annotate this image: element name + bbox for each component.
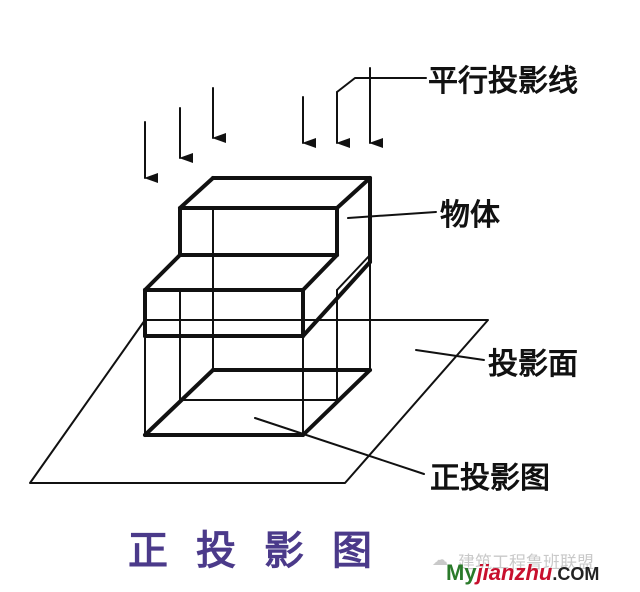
projection-plane <box>29 319 489 484</box>
orthographic-view-outline <box>143 335 372 437</box>
watermark-channel: 建筑工程鲁班联盟 <box>458 553 594 573</box>
watermark-brand: Myjianzhu.COM <box>446 560 599 586</box>
leader-object <box>347 211 437 219</box>
leader-projection-plane <box>415 349 485 361</box>
object-solid <box>143 176 372 338</box>
projection-lines <box>144 67 383 183</box>
brand-tld: .COM <box>552 564 600 584</box>
label-object: 物体 <box>440 198 501 233</box>
label-projection-lines: 平行投影线 <box>428 64 578 99</box>
label-orthographic-view: 正投影图 <box>430 461 550 496</box>
brand-site: jianzhu <box>476 560 553 585</box>
brand-my: My <box>446 560 477 585</box>
leader-projection-lines <box>336 77 427 93</box>
wechat-icon: ☁ <box>432 550 448 569</box>
label-projection-plane: 投影面 <box>488 347 578 382</box>
leader-orthographic-view <box>254 417 425 475</box>
diagram-caption: 正投影图 <box>128 527 400 574</box>
